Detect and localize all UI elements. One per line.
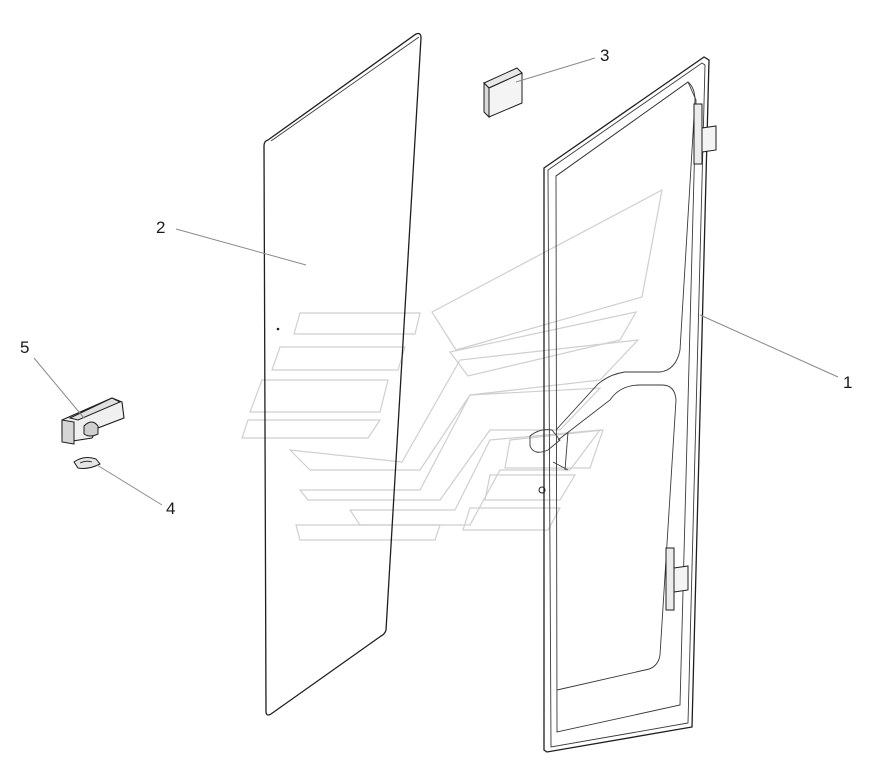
part-3-block bbox=[483, 67, 523, 119]
callout-5: 5 bbox=[20, 338, 30, 357]
callout-2: 2 bbox=[156, 218, 166, 237]
leader-4 bbox=[96, 464, 163, 506]
leader-5 bbox=[33, 357, 85, 419]
callout-3: 3 bbox=[600, 46, 610, 65]
part-1-door-frame bbox=[529, 56, 717, 753]
callout-1: 1 bbox=[843, 373, 853, 392]
leader-3 bbox=[515, 57, 596, 83]
leader-2 bbox=[175, 228, 307, 266]
part-2-glass-panel bbox=[263, 32, 422, 716]
callout-4: 4 bbox=[166, 499, 176, 518]
watermark-logo bbox=[241, 188, 663, 541]
panel-mark bbox=[276, 327, 280, 331]
part-4-clip bbox=[73, 457, 101, 469]
leader-lines bbox=[33, 57, 839, 506]
leader-1 bbox=[699, 314, 839, 378]
part-5-latch bbox=[61, 397, 125, 445]
